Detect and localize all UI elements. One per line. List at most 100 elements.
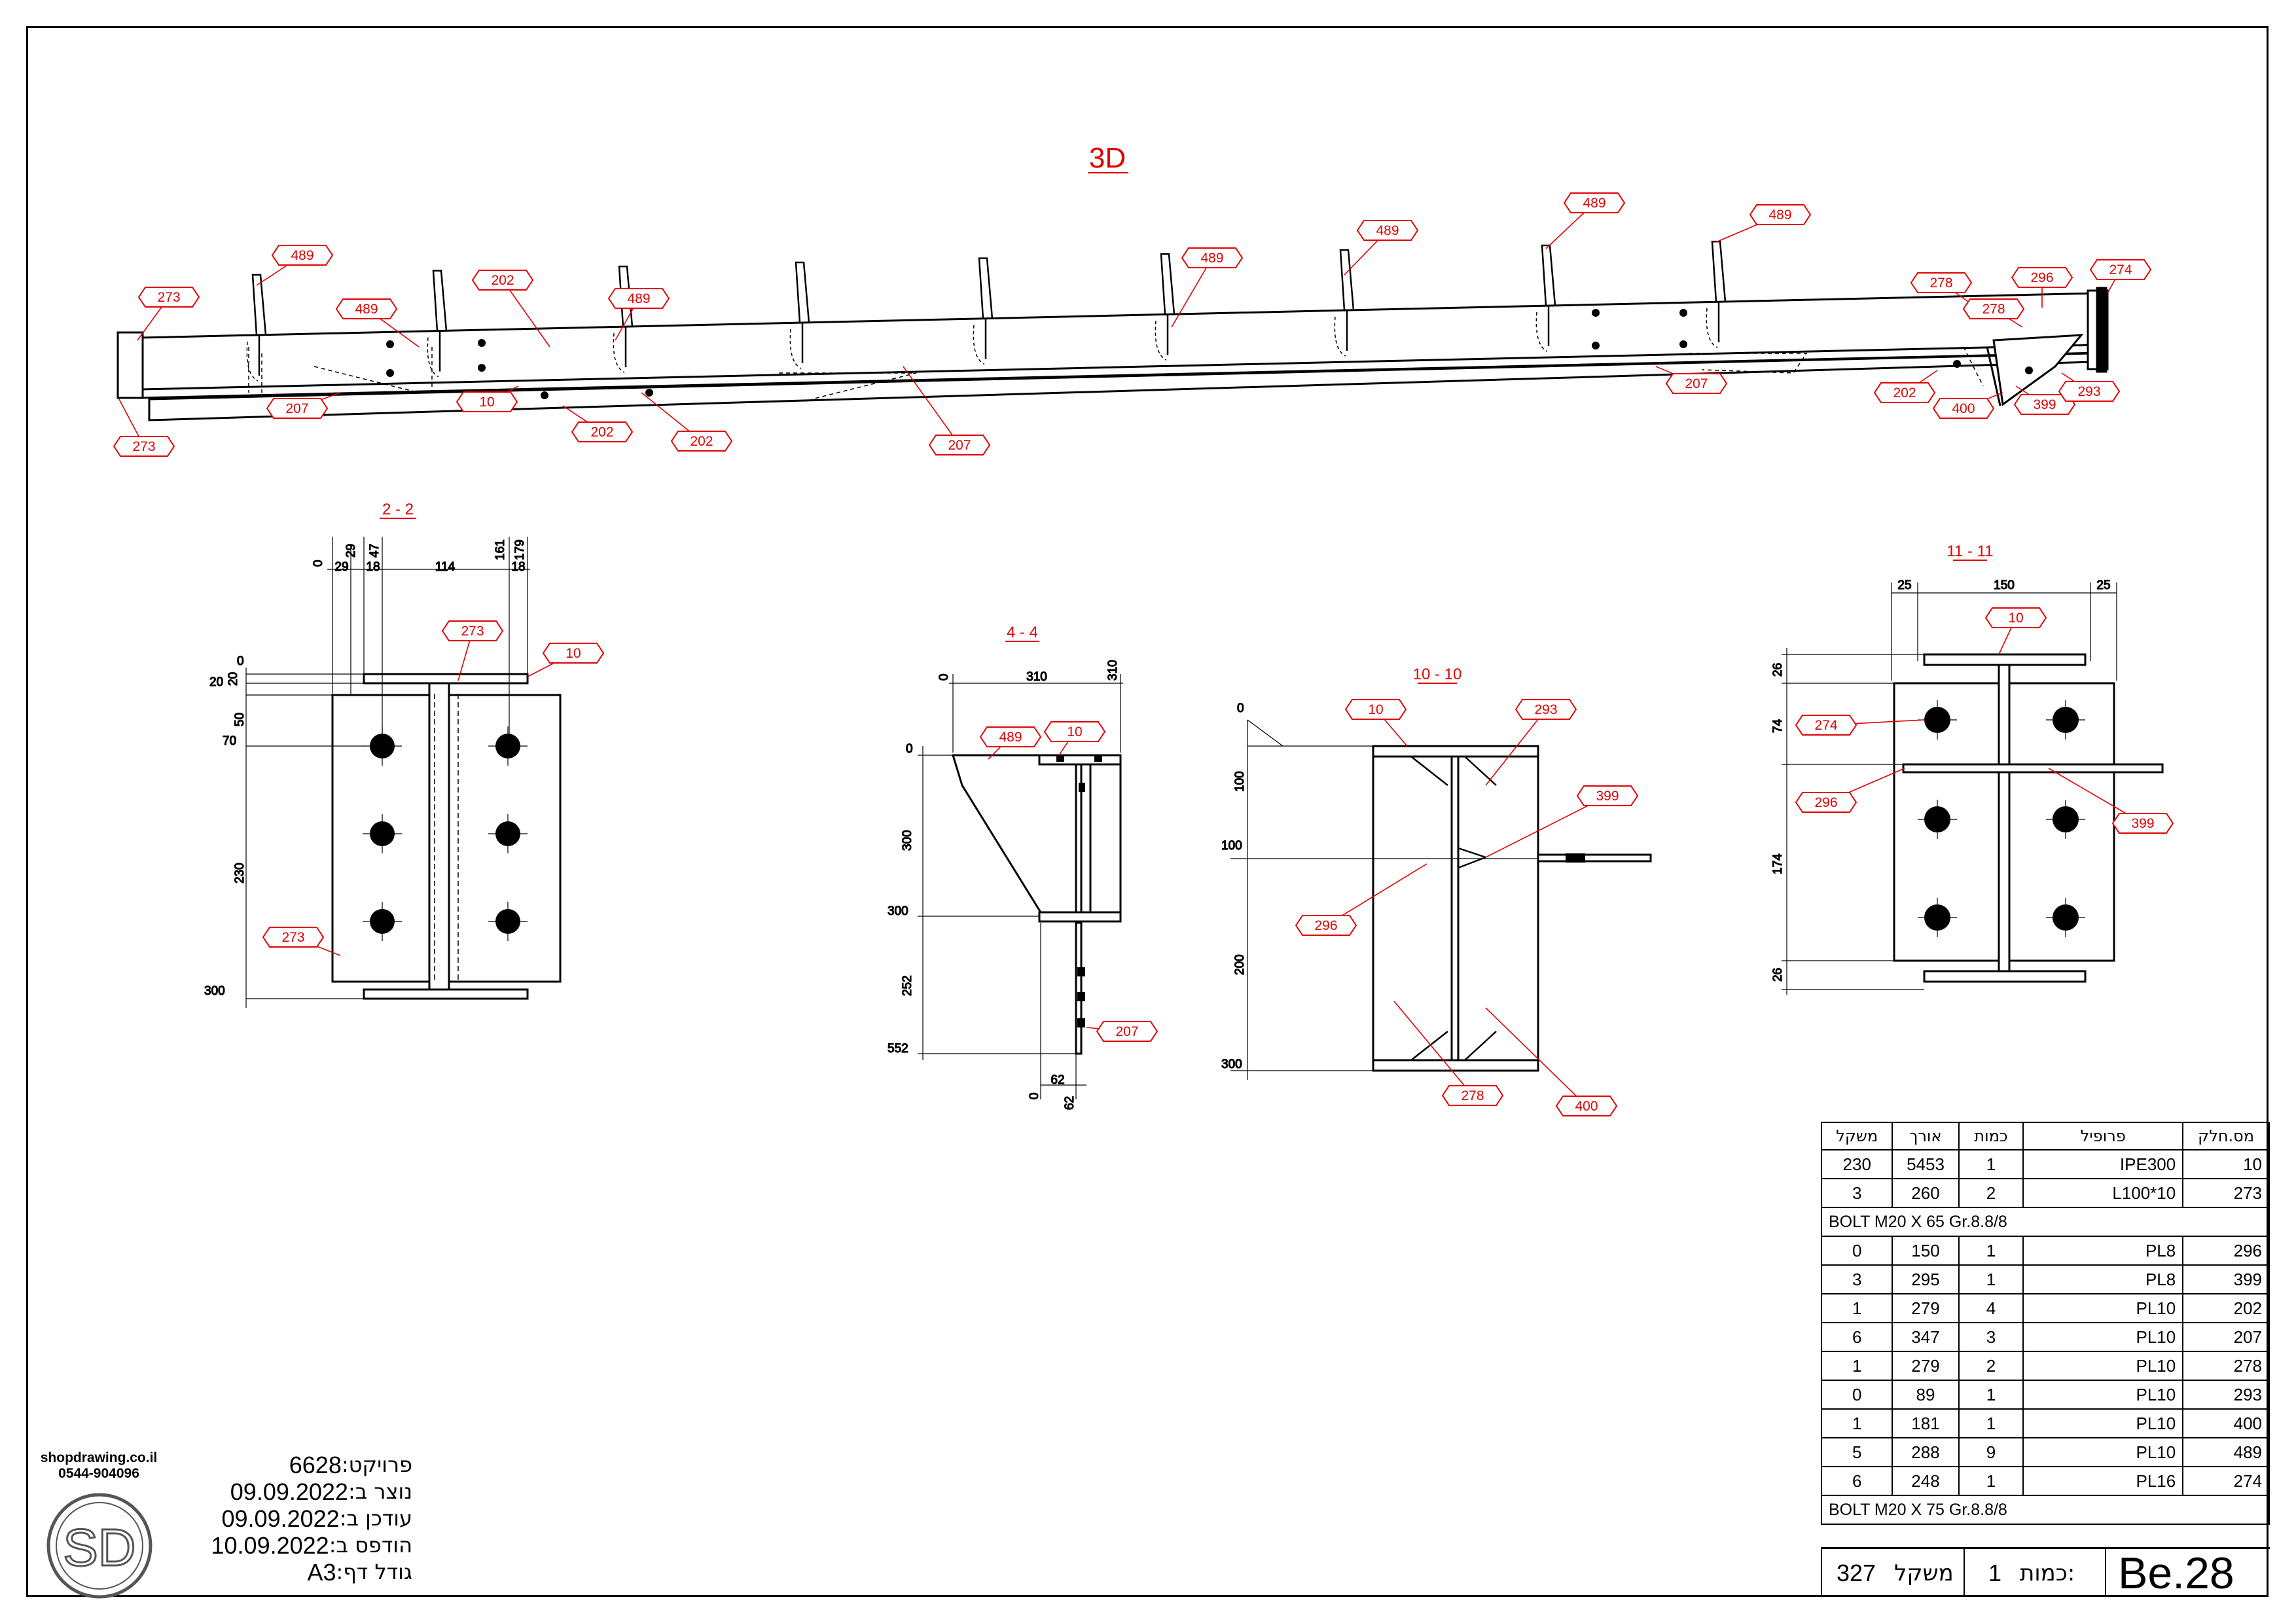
bolt-spec: BOLT M20 X 75 Gr.8.8/8 bbox=[1821, 1495, 2270, 1525]
part-mark-label: 278 bbox=[1461, 1088, 1484, 1103]
parts-cell: PL10 bbox=[2022, 1322, 2184, 1352]
part-mark-label: 10 bbox=[1368, 702, 1383, 717]
parts-cell: 279 bbox=[1892, 1293, 1960, 1323]
iso-part-mark: 278 bbox=[1962, 298, 2025, 328]
meta-project: 6628:פרויקט bbox=[289, 1452, 412, 1478]
parts-cell: 248 bbox=[1892, 1466, 1960, 1496]
parts-cell: 4 bbox=[1958, 1293, 2024, 1323]
part-mark-label: 296 bbox=[1314, 918, 1337, 933]
part-mark-label: 10 bbox=[479, 395, 494, 410]
part-mark-label: 400 bbox=[1575, 1099, 1598, 1114]
iso-title: 3D bbox=[1089, 142, 1126, 174]
iso-part-mark: 202 bbox=[471, 270, 550, 348]
parts-cell: PL10 bbox=[2022, 1437, 2184, 1467]
meta-updated: 09.09.2022:עודכן ב bbox=[221, 1505, 413, 1532]
parts-cell: PL16 bbox=[2022, 1466, 2184, 1496]
parts-cell: 0 bbox=[1820, 1236, 1893, 1266]
parts-cell: PL10 bbox=[2022, 1380, 2184, 1410]
parts-cell: 274 bbox=[2182, 1466, 2270, 1496]
iso-bolt-dot bbox=[1679, 309, 1687, 317]
parts-cell: 2 bbox=[1958, 1351, 2024, 1381]
part-mark-label: 274 bbox=[2109, 262, 2132, 277]
title-block-meta: 6628:פרויקט 09.09.2022:נוצר ב 09.09.2022… bbox=[196, 1452, 412, 1586]
company-logo: shopdrawing.co.il 0544-904096 bbox=[37, 1450, 161, 1482]
part-mark-label: 293 bbox=[2077, 384, 2100, 399]
part-mark-label: 489 bbox=[355, 302, 378, 317]
svg-text:252: 252 bbox=[901, 975, 914, 996]
bolt-hole bbox=[363, 814, 402, 853]
part-mark-label: 10 bbox=[1067, 724, 1082, 740]
parts-cell: 288 bbox=[1892, 1437, 1960, 1467]
svg-text:26: 26 bbox=[1771, 968, 1785, 982]
iso-bolt-dot bbox=[2025, 366, 2033, 374]
s1010-tag-296: 296 bbox=[1295, 863, 1427, 936]
bolt-hole bbox=[2046, 700, 2085, 740]
parts-cell: 9 bbox=[1958, 1437, 2024, 1467]
s1111-tag-399: 399 bbox=[2048, 768, 2174, 834]
parts-cell: 150 bbox=[1892, 1236, 1960, 1266]
parts-cell: 1 bbox=[1958, 1408, 2024, 1438]
s1111-tag-274: 274 bbox=[1795, 715, 1925, 736]
iso-part-mark: 274 bbox=[2089, 259, 2152, 294]
svg-text:0: 0 bbox=[1237, 702, 1244, 715]
quantity-value: 1 bbox=[1988, 1559, 2002, 1586]
iso-part-mark: 10 bbox=[456, 385, 519, 412]
parts-cell: 296 bbox=[2182, 1236, 2270, 1266]
svg-text:62: 62 bbox=[1050, 1073, 1064, 1087]
svg-text:0: 0 bbox=[237, 654, 244, 668]
svg-text:230: 230 bbox=[233, 863, 247, 883]
svg-text:310: 310 bbox=[1026, 670, 1047, 684]
parts-cell: 10 bbox=[2182, 1149, 2270, 1179]
iso-bolt-dot bbox=[1592, 342, 1600, 349]
bolt-hole bbox=[2046, 800, 2085, 839]
quantity-label: כמות: bbox=[2020, 1560, 2075, 1586]
iso-bolt-dot bbox=[1953, 360, 1961, 368]
parts-cell: 181 bbox=[1892, 1408, 1960, 1438]
iso-part-mark: 489 bbox=[1344, 220, 1419, 276]
parts-cell: 5 bbox=[1820, 1437, 1893, 1467]
parts-header-cell: מס.חלק bbox=[2182, 1122, 2270, 1150]
svg-text:70: 70 bbox=[223, 734, 236, 748]
s44-tag-207: 207 bbox=[1086, 1021, 1158, 1042]
s1010-tag-278: 278 bbox=[1393, 1001, 1504, 1106]
part-mark-label: 273 bbox=[132, 439, 155, 454]
parts-cell: 202 bbox=[2182, 1293, 2270, 1323]
parts-cell: 3 bbox=[1820, 1264, 1893, 1294]
svg-text:179: 179 bbox=[513, 539, 527, 560]
svg-text:29: 29 bbox=[344, 544, 358, 558]
parts-cell: 1 bbox=[1958, 1466, 2024, 1496]
iso-bolt-dot bbox=[1679, 340, 1687, 348]
meta-sheet-size: A3:גודל דף bbox=[307, 1559, 413, 1586]
logo-letters: SD bbox=[63, 1518, 135, 1577]
parts-cell: IPE300 bbox=[2022, 1149, 2184, 1179]
svg-text:0: 0 bbox=[1028, 1092, 1041, 1099]
section-10-10: 10 - 10 0 bbox=[1221, 666, 1652, 1116]
sheet-border bbox=[26, 26, 2269, 1597]
part-mark-label: 489 bbox=[999, 730, 1022, 745]
s1111-tag-10: 10 bbox=[1984, 607, 2047, 655]
svg-text:0: 0 bbox=[906, 742, 913, 756]
iso-hidden-lines bbox=[248, 346, 1984, 400]
parts-cell: 400 bbox=[2182, 1408, 2270, 1438]
parts-cell: 1 bbox=[1958, 1149, 2024, 1179]
svg-text:25: 25 bbox=[1897, 579, 1911, 592]
s22-dimensions: 0 29 29 47 18 114 161 179 18 0 20 20 50 … bbox=[204, 537, 530, 1008]
iso-part-mark: 293 bbox=[2058, 372, 2121, 402]
svg-text:26: 26 bbox=[1771, 663, 1785, 677]
parts-cell: PL8 bbox=[2022, 1236, 2184, 1266]
svg-text:150: 150 bbox=[1994, 579, 2015, 592]
parts-cell: 3 bbox=[1958, 1322, 2024, 1352]
parts-cell: 1 bbox=[1820, 1293, 1893, 1323]
svg-text:20: 20 bbox=[209, 675, 223, 689]
svg-text:0: 0 bbox=[937, 673, 951, 681]
